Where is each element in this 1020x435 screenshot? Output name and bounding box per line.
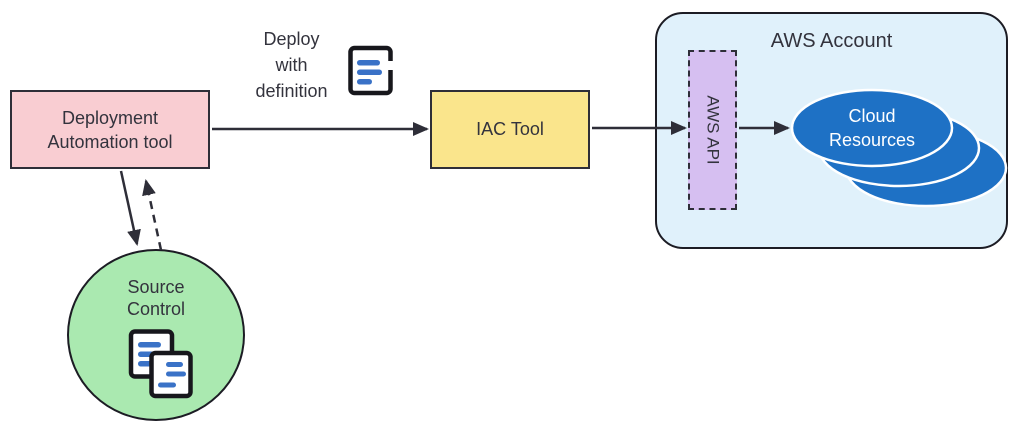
deploy-with-definition-label: Deploy with definition [255, 29, 328, 101]
arrow-deployment-to-source-control [119, 170, 141, 246]
aws-api-box [688, 50, 737, 210]
deployment-automation-tool-label: Deployment Automation tool [47, 107, 173, 152]
deployment-automation-tool-node: Deployment Automation tool [10, 90, 210, 169]
cloud-resources-label: Cloud Resources [828, 106, 916, 150]
cloud-resources-ellipse-front [790, 88, 954, 168]
definition-document-icon [348, 45, 396, 96]
source-control-label: Source Control [126, 277, 186, 319]
iac-tool-label: IAC Tool [476, 119, 544, 139]
arrow-source-control-to-deployment-dashed [142, 179, 163, 251]
aws-account-title: AWS Account [770, 30, 893, 52]
aws-api-label-wrap: AWS API [688, 50, 737, 210]
iac-tool-node: IAC Tool [430, 90, 590, 169]
aws-api-label: AWS API [703, 95, 723, 165]
source-control-documents-icon [128, 329, 193, 399]
cloud-resources-stack [790, 88, 1008, 208]
